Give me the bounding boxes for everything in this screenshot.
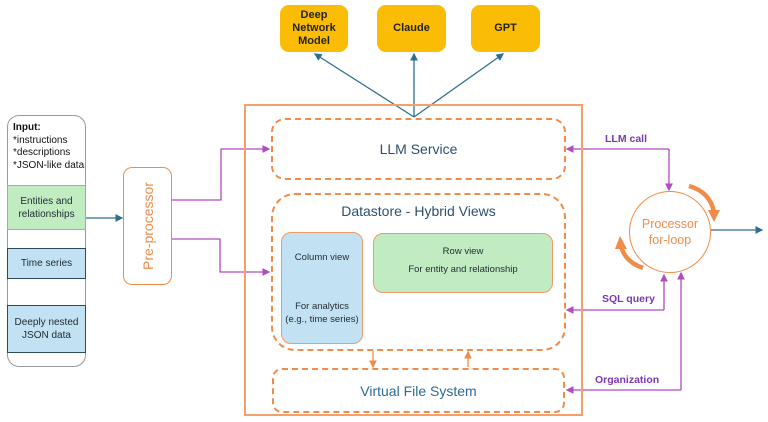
preprocessor: Pre-processor (123, 167, 172, 285)
input-time-series: Time series (7, 248, 86, 279)
datastore-title: Datastore - Hybrid Views (341, 203, 496, 219)
label-llm-call: LLM call (605, 133, 648, 145)
input-description: Input: *instructions *descriptions *JSON… (13, 122, 85, 171)
row-view: Row view For entity and relationship (373, 233, 553, 293)
virtual-file-system: Virtual File System (272, 368, 565, 413)
column-view-desc: For analytics (e.g., time series) (285, 301, 359, 325)
datastore-hybrid-views (271, 193, 566, 351)
label-organization: Organization (595, 374, 660, 386)
system-boundary (244, 104, 583, 416)
label-sql-query: SQL query (602, 293, 655, 305)
model-claude: Claude (377, 5, 446, 52)
column-view: Column view For analytics (e.g., time se… (281, 232, 363, 344)
llm-service: LLM Service (271, 118, 566, 180)
model-gpt: GPT (471, 5, 540, 52)
